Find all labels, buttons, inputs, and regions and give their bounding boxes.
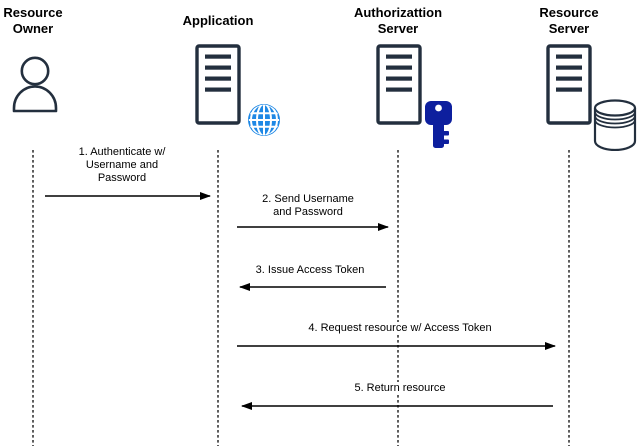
server-icon	[546, 44, 592, 125]
globe-icon	[248, 104, 280, 136]
server-icon	[376, 44, 422, 125]
actor-title-resource-owner: Resource Owner	[3, 5, 63, 36]
message-label-1: 1. Authenticate w/ Username and Password	[75, 146, 169, 185]
message-label-5: 5. Return resource	[351, 382, 449, 395]
actor-title-authorization-server: Authorizattion Server	[353, 5, 443, 36]
actor-title-application: Application	[182, 13, 254, 28]
database-icon	[593, 99, 637, 151]
server-icon	[195, 44, 241, 125]
key-icon	[425, 101, 452, 148]
message-label-3: 3. Issue Access Token	[252, 264, 368, 277]
person-icon	[12, 56, 58, 113]
actor-title-resource-server: Resource Server	[539, 5, 599, 36]
message-label-2: 2. Send Username and Password	[259, 193, 357, 219]
message-label-4: 4. Request resource w/ Access Token	[305, 322, 495, 335]
